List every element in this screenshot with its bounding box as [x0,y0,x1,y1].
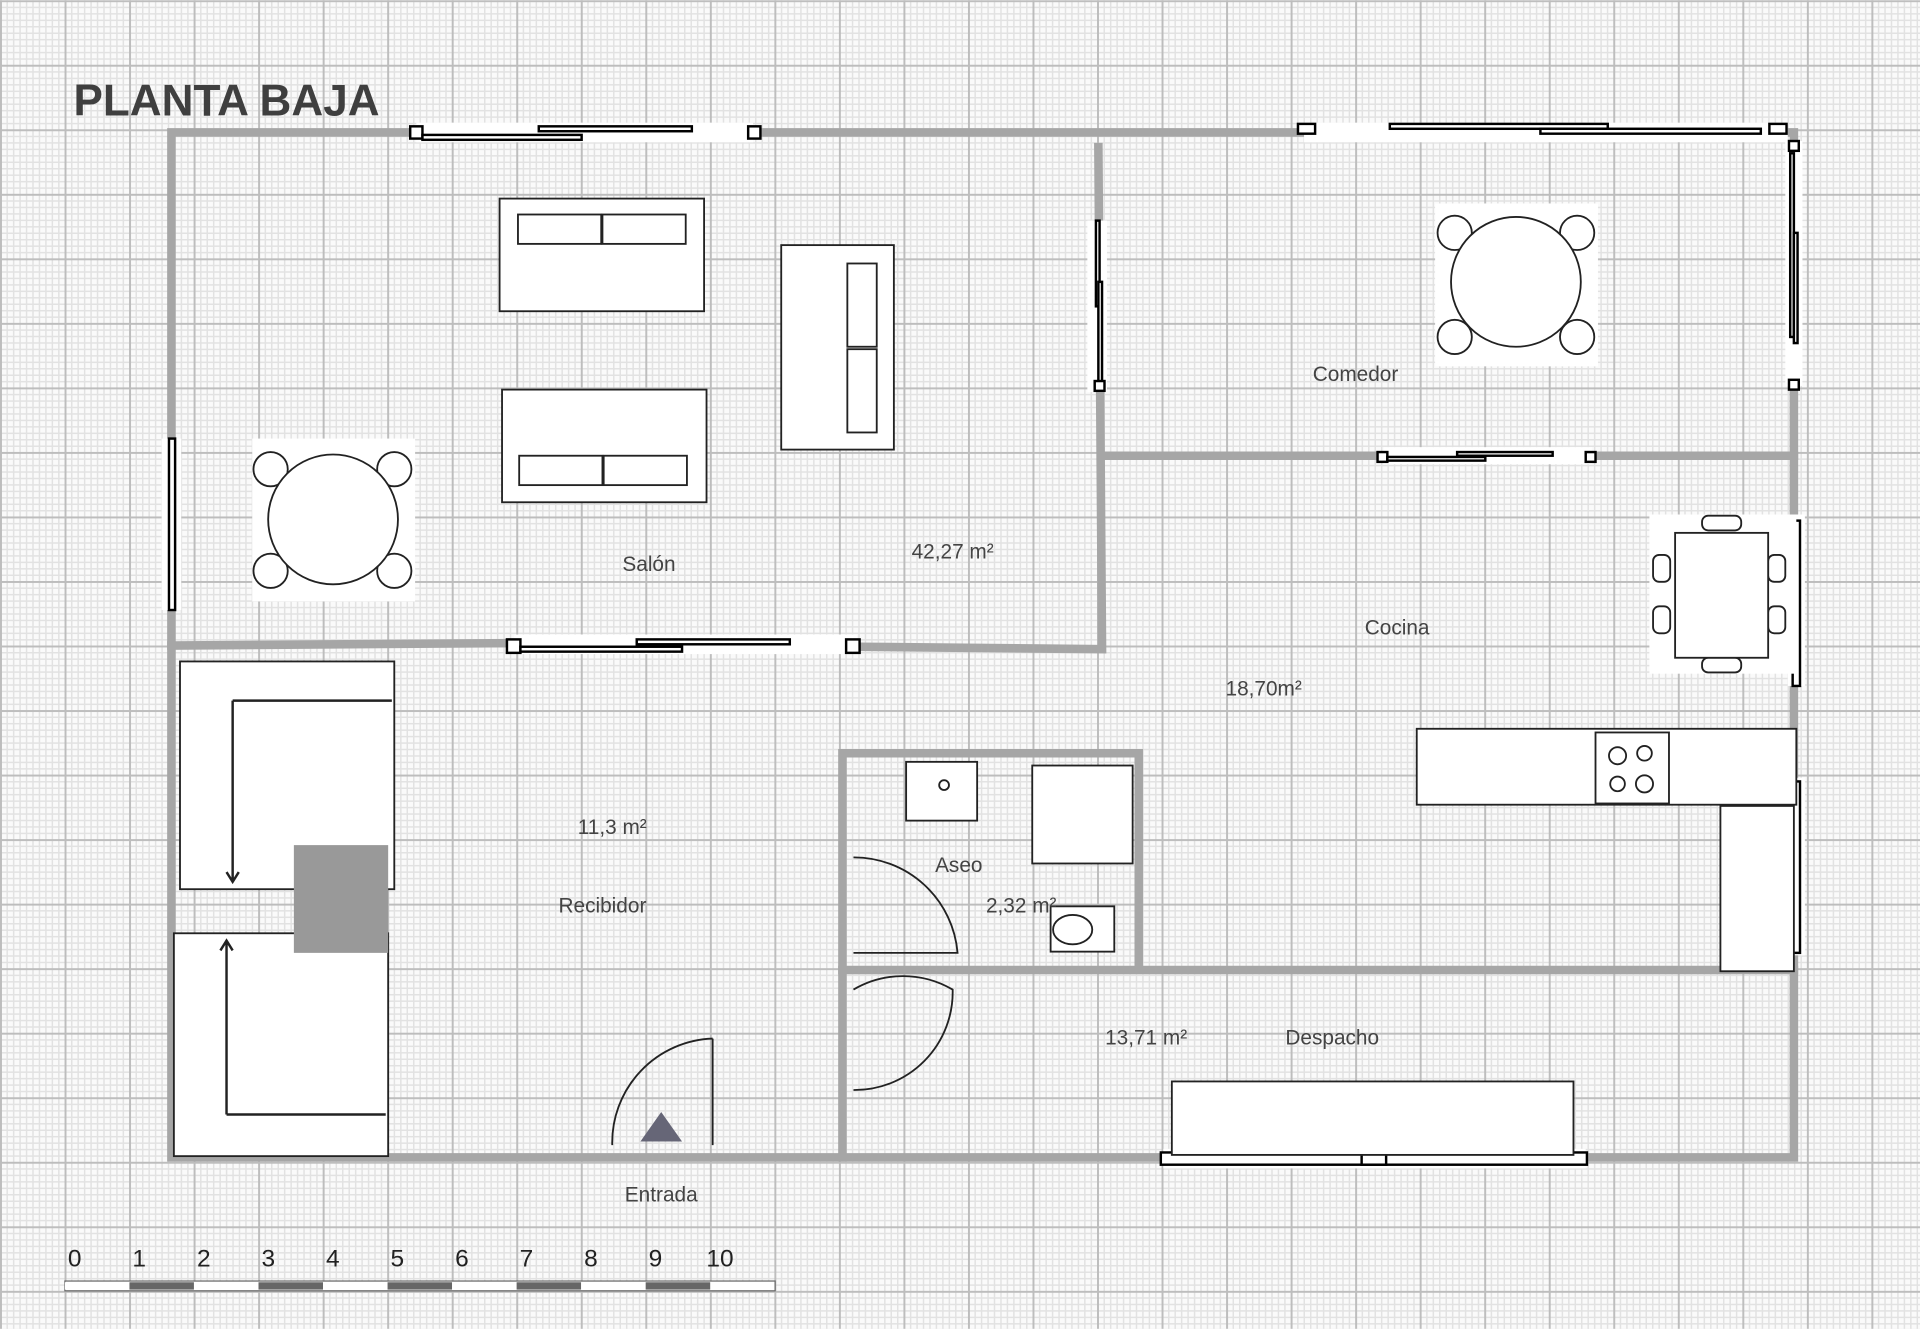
scale-tick-label: 1 [132,1245,146,1272]
room-label-salon: Salón [622,553,675,576]
windows [161,122,1805,1169]
scale-segment [516,1282,582,1290]
scale-segment [452,1282,517,1290]
scale-tick-label: 4 [326,1245,340,1272]
round-table-salon [252,438,416,602]
scale-bar: 0 1 2 3 4 5 6 7 8 9 10 [64,1245,776,1292]
room-area-cocina: 18,70m² [1226,678,1302,701]
walls [167,128,1799,1162]
room-area-recibidor: 11,3 m² [578,816,647,839]
room-label-cocina: Cocina [1365,617,1430,640]
scale-tick-label: 9 [649,1245,663,1272]
room-label-aseo: Aseo [935,854,982,877]
scale-tick-label: 0 [68,1245,82,1272]
desk-shelf [1170,1080,1575,1156]
scale-tick-label: 10 [706,1245,733,1272]
entrance-arrow-icon [640,1112,683,1142]
scale-segment [581,1282,646,1290]
sink [905,760,979,822]
room-area-despacho: 13,71 m² [1105,1027,1187,1050]
scale-segment [64,1282,130,1290]
scale-tick-label: 5 [391,1245,405,1272]
scale-tick-label: 6 [455,1245,469,1272]
room-label-recibidor: Recibidor [559,894,647,917]
shower [1031,764,1134,865]
plan-title: PLANTA BAJA [73,76,379,125]
furniture [172,197,1798,1158]
scale-segment [387,1282,453,1290]
kitchen-table [1649,514,1797,674]
scale-tick-label: 8 [584,1245,598,1272]
scale-segment [645,1282,711,1290]
room-area-salon: 42,27 m² [912,541,994,564]
scale-segment [129,1282,194,1290]
scale-segment [193,1282,259,1290]
stove [1594,731,1670,805]
scale-segment [323,1282,388,1290]
room-label-despacho: Despacho [1285,1027,1379,1050]
scale-segment [258,1282,324,1290]
scale-tick-label: 7 [520,1245,534,1272]
stairs [172,660,396,1158]
doors [611,856,959,1146]
room-area-aseo: 2,32 m² [986,894,1057,917]
scale-tick-label: 2 [197,1245,211,1272]
room-label-comedor: Comedor [1313,363,1399,386]
round-table-comedor [1435,203,1598,367]
scale-tick-label: 3 [261,1245,275,1272]
kitchen-counter-side [1719,805,1795,973]
room-label-entrada: Entrada [625,1183,698,1206]
room-labels: Salón 42,27 m² Comedor Cocina 18,70m² Re… [559,363,1430,1206]
